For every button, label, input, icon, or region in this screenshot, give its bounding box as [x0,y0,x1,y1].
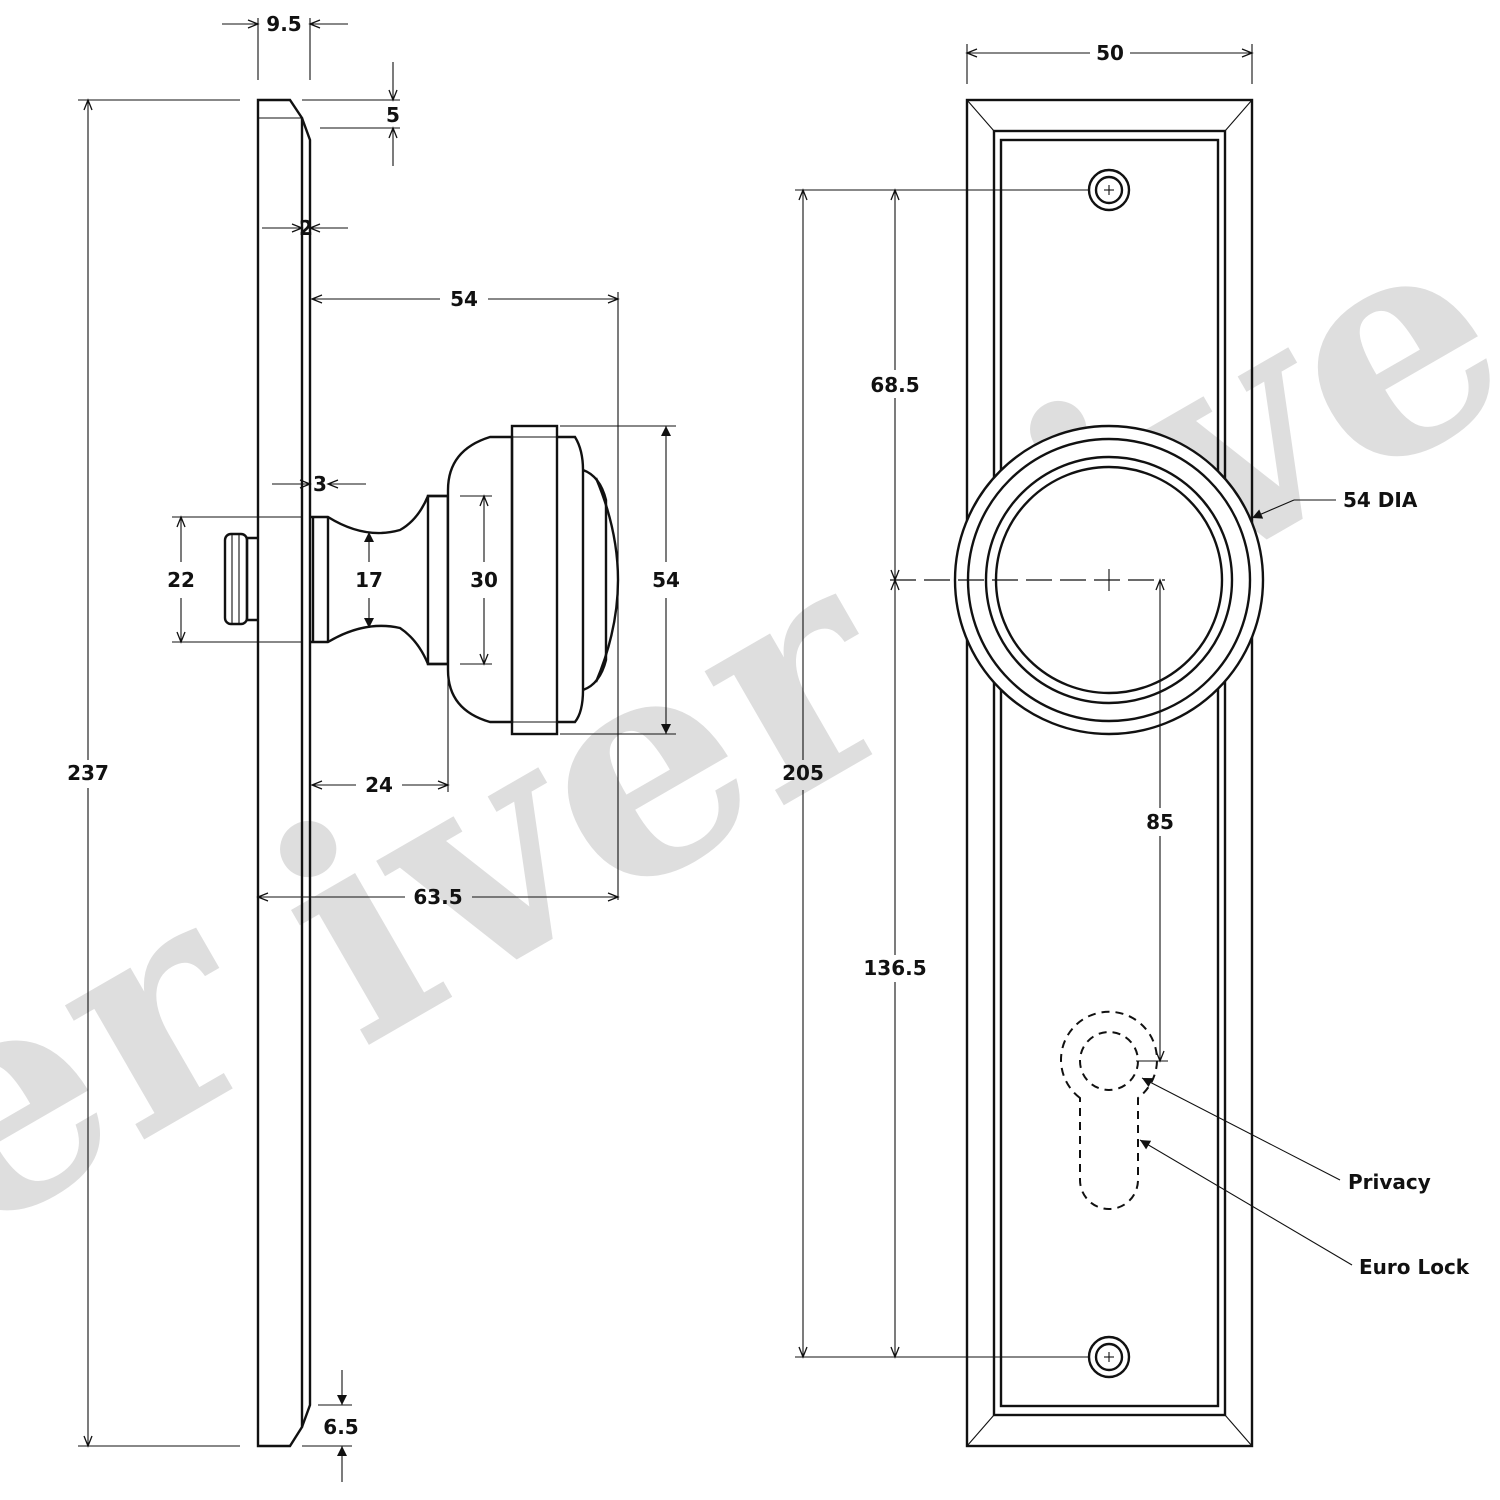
dim-plate-width: 50 [1096,41,1124,65]
side-spindle [223,532,258,626]
dim-overall-height: 237 [67,761,109,785]
dim-bevel-top: 5 [386,103,400,127]
dim-knob-projection: 54 [450,287,478,311]
dim-plate-thickness: 9.5 [266,12,301,36]
screw-bottom-icon [1087,1335,1131,1379]
front-view: 50 205 68.5 136.5 85 54 [782,41,1470,1448]
dim-back-step: 2 [299,216,313,240]
dim-screw-to-knob: 68.5 [870,373,919,397]
watermark-text-1: er [0,818,313,1301]
watermark: er iver ive [0,146,1500,1301]
front-centre-lines [890,579,1165,581]
dim-total-projection: 63.5 [413,885,462,909]
label-euro-lock: Euro Lock [1359,1255,1470,1279]
dim-collar-dia: 30 [470,568,498,592]
side-backplate [256,98,312,1448]
front-callouts: 54 DIA Privacy Euro Lock [1139,488,1470,1279]
dim-neck-dia: 17 [355,568,383,592]
dim-screw-centres: 205 [782,761,824,785]
dim-neck-gap: 3 [313,472,327,496]
dim-bevel-bottom: 6.5 [323,1415,358,1439]
dim-knob-to-screw: 136.5 [863,956,926,980]
euro-lock-outline [1060,1010,1158,1210]
label-privacy: Privacy [1348,1170,1431,1194]
side-view: 9.5 5 2 237 54 3 [67,12,680,1482]
side-dimensions: 9.5 5 2 237 54 3 [67,12,680,1482]
screw-top-icon [1087,168,1131,212]
side-knob [310,424,620,736]
dim-backset: 85 [1146,810,1174,834]
dim-neck-length: 24 [365,773,393,797]
front-backplate [965,98,1254,1448]
dim-spindle-dia: 22 [167,568,195,592]
front-dimensions: 50 205 68.5 136.5 85 [782,41,1254,1359]
dim-knob-dia: 54 [652,568,680,592]
label-knob-dia: 54 DIA [1343,488,1418,512]
